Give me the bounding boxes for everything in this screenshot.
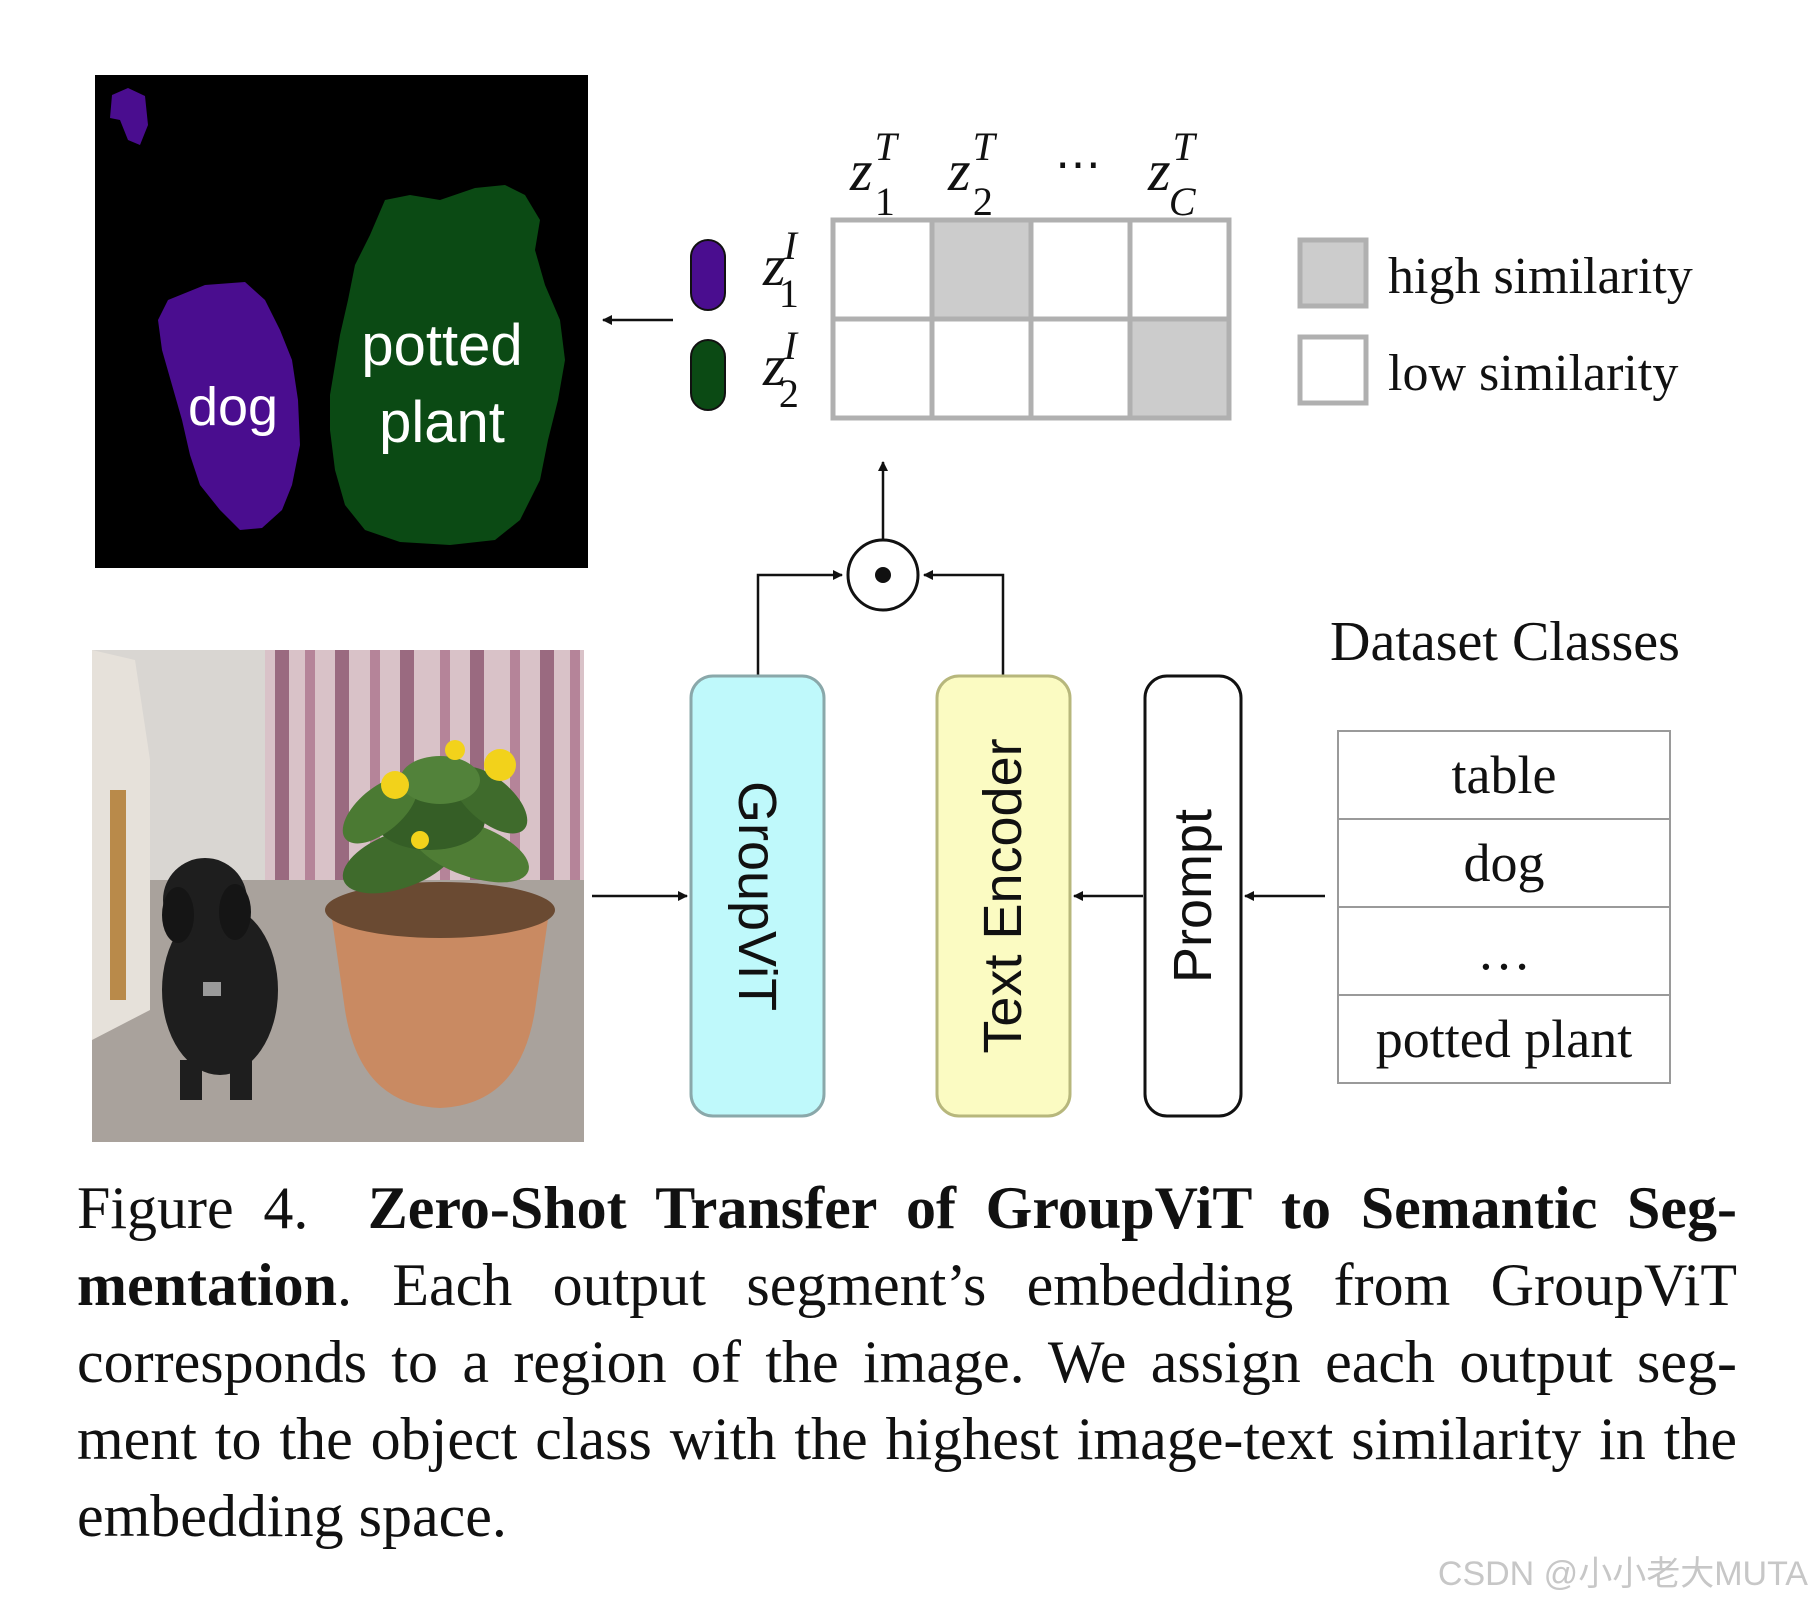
class-row xyxy=(1337,994,1671,1084)
segment-label-potted: potted xyxy=(361,313,522,378)
prompt-label: Prompt xyxy=(1163,809,1223,983)
legend-label-high: high similarity xyxy=(1388,248,1693,305)
dog-segment xyxy=(158,282,300,530)
legend: high similarity low similarity xyxy=(1297,237,1693,406)
column-label-ellipsis: ⋯ xyxy=(1055,139,1101,190)
input-photo xyxy=(92,650,584,1142)
matrix-cell-r1-c1 xyxy=(830,217,935,322)
groupvit-block: GroupViT xyxy=(689,674,826,1118)
dataset-classes-title: Dataset Classes xyxy=(1330,611,1680,673)
photo-plant-leaves xyxy=(342,756,529,894)
matrix-cell-r2-c1 xyxy=(830,316,935,421)
matrix-cell-r1-c3 xyxy=(1028,217,1133,322)
groupvit-diagram: dog potted plant xyxy=(92,75,1693,1142)
small-purple-blob xyxy=(110,88,148,145)
figure-caption: Figure 4. Zero-Shot Transfer of GroupViT… xyxy=(77,1170,1737,1555)
potted-plant-segment xyxy=(330,185,565,545)
groupvit-label: GroupViT xyxy=(727,781,787,1011)
legend-swatch-low xyxy=(1297,334,1369,406)
photo-soil xyxy=(325,882,555,938)
class-label: potted plant xyxy=(1376,1009,1632,1069)
caption-title: Zero-Shot Transfer of GroupViT to Semant… xyxy=(77,1175,1738,1318)
embedding-pill-2 xyxy=(690,339,726,411)
class-row xyxy=(1337,730,1671,820)
segment-label-plant: plant xyxy=(379,390,505,455)
segmentation-output: dog potted plant xyxy=(95,75,588,568)
matrix-cell-r2-c2 xyxy=(929,316,1034,421)
caption-body: . Each output segment’s embedding from G… xyxy=(77,1252,1737,1549)
photo-chair-leg xyxy=(110,790,126,1000)
photo-pot xyxy=(330,905,550,1108)
text-encoder-block: Text Encoder xyxy=(935,674,1072,1118)
caption-prefix: Figure 4. xyxy=(77,1175,309,1241)
class-label: table xyxy=(1452,745,1557,805)
segment-label-dog: dog xyxy=(188,377,278,437)
dot-product-operator xyxy=(756,461,1005,676)
matrix-cell-r1-c2 xyxy=(929,217,1034,322)
legend-label-low: low similarity xyxy=(1388,345,1678,402)
watermark: CSDN @小小老大MUTA xyxy=(1437,1555,1808,1593)
matrix-cell-r2-c3 xyxy=(1028,316,1133,421)
arrow-groupvit-to-dot xyxy=(756,570,843,676)
similarity-matrix xyxy=(830,217,1232,421)
photo-dog xyxy=(162,858,278,1100)
text-encoder-label: Text Encoder xyxy=(973,738,1033,1053)
dataset-classes-table: table dog … potted plant xyxy=(1337,730,1671,1084)
arrow-text-to-dot xyxy=(923,570,1005,676)
embedding-pill-1 xyxy=(690,239,726,311)
photo-flowers xyxy=(381,740,516,849)
class-label: dog xyxy=(1464,833,1545,893)
legend-swatch-high xyxy=(1297,237,1369,309)
class-row xyxy=(1337,818,1671,908)
class-label: … xyxy=(1477,921,1531,981)
prompt-block: Prompt xyxy=(1143,674,1243,1118)
matrix-cell-r1-c4 xyxy=(1127,217,1232,322)
matrix-cell-r2-c4 xyxy=(1127,316,1232,421)
image-embeddings xyxy=(690,239,726,411)
